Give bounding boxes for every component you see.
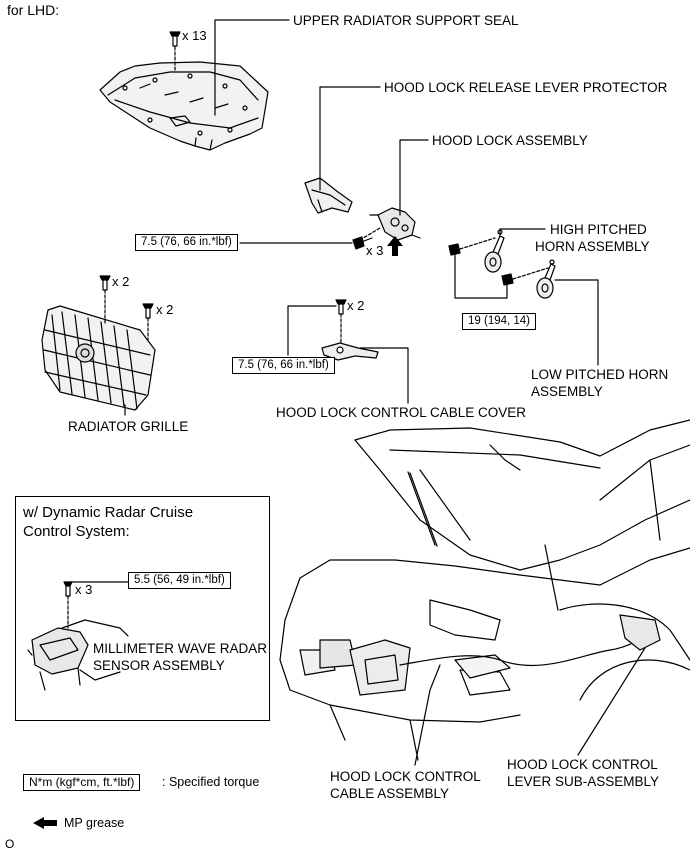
hood-lock-assembly-drawing	[359, 207, 421, 241]
grille-clip-a-qty: x 2	[112, 274, 130, 289]
radiator-grille-drawing	[41, 305, 156, 411]
grille-clip-b-qty: x 2	[156, 302, 174, 317]
hood-lock-assembly-label: HOOD LOCK ASSEMBLY	[432, 133, 588, 148]
cable-cover-torque-box: 7.5 (76, 66 in.*lbf)	[232, 357, 335, 374]
legend-mp-grease-arrow-icon	[33, 817, 57, 829]
radar-bolt-icon	[63, 581, 73, 629]
hood-lock-control-cable-cover-label: HOOD LOCK CONTROL CABLE COVER	[276, 405, 527, 420]
vehicle-front-drawing	[279, 419, 690, 761]
inset-title-line2: Control System:	[23, 523, 130, 540]
grille-clip-b-icon	[142, 303, 154, 341]
radiator-grille-label: RADIATOR GRILLE	[68, 419, 189, 434]
lever-leader-line	[577, 647, 646, 756]
protector-leader-line	[319, 86, 381, 191]
radar-sensor-drawing	[27, 619, 129, 691]
grille-clip-a-icon	[99, 275, 111, 326]
hood-lock-torque-box: 7.5 (76, 66 in.*lbf)	[135, 234, 238, 251]
hood-lock-release-lever-protector-drawing	[304, 177, 353, 214]
legend-torque-box: N*m (kgf*cm, ft.*lbf)	[23, 774, 141, 791]
upper-radiator-support-seal-drawing	[99, 61, 269, 151]
high-horn-leader-line	[499, 228, 546, 237]
inset-title-line1: w/ Dynamic Radar Cruise	[23, 504, 194, 521]
hood-lock-leader-line	[399, 139, 429, 216]
radar-bolt-qty: x 3	[75, 582, 93, 597]
low-pitched-horn-label-line1: LOW PITCHED HORN	[531, 367, 669, 382]
horn-torque-box: 19 (194, 14)	[462, 313, 537, 330]
hood-lock-control-cable-label-line1: HOOD LOCK CONTROL	[330, 769, 481, 784]
upper-radiator-support-seal-label: UPPER RADIATOR SUPPORT SEAL	[293, 13, 519, 28]
cable-cover-drawing	[321, 342, 379, 361]
hood-lock-release-lever-protector-label: HOOD LOCK RELEASE LEVER PROTECTOR	[384, 80, 668, 95]
radar-torque-box: 5.5 (56, 49 in.*lbf)	[128, 572, 231, 589]
hood-lock-control-lever-label-line1: HOOD LOCK CONTROL	[507, 757, 658, 772]
seal-clip-icon	[169, 31, 181, 73]
high-pitched-horn-label-line1: HIGH PITCHED	[550, 222, 647, 237]
low-horn-leader-line	[554, 279, 599, 366]
figure-code: O	[5, 837, 15, 851]
low-pitched-horn-label-line2: ASSEMBLY	[531, 384, 603, 399]
high-pitched-horn-drawing	[484, 229, 505, 273]
legend-grease-description: MP grease	[64, 816, 125, 830]
legend-torque-description: : Specified torque	[162, 775, 260, 789]
cable-cover-leader-line	[359, 347, 409, 404]
dynamic-radar-cruise-inset-frame	[15, 496, 270, 721]
cable-cover-torque-leader	[287, 305, 337, 356]
cable-cover-clip-qty: x 2	[347, 298, 365, 313]
mp-grease-arrow-icon	[387, 236, 403, 256]
cable-cover-clip-icon	[335, 299, 347, 344]
hood-lock-control-lever-label-line2: LEVER SUB-ASSEMBLY	[507, 774, 660, 789]
cable-assembly-leader-line	[414, 664, 441, 766]
hood-lock-bolt-icon	[352, 236, 373, 250]
hood-lock-bolt-qty: x 3	[366, 243, 384, 258]
horn-torque-leader	[454, 254, 508, 299]
hood-lock-control-cable-label-line2: CABLE ASSEMBLY	[330, 786, 450, 801]
mmw-radar-label-line1: MILLIMETER WAVE RADAR	[93, 641, 268, 656]
page-heading: for LHD:	[7, 2, 60, 18]
seal-clip-qty: x 13	[182, 28, 207, 43]
mmw-radar-label-line2: SENSOR ASSEMBLY	[93, 658, 225, 673]
seal-leader-line	[214, 19, 290, 116]
low-pitched-horn-drawing	[536, 259, 556, 299]
high-horn-bolt-icon	[448, 237, 496, 256]
high-pitched-horn-label-line2: HORN ASSEMBLY	[535, 239, 650, 254]
low-horn-bolt-icon	[501, 267, 549, 286]
